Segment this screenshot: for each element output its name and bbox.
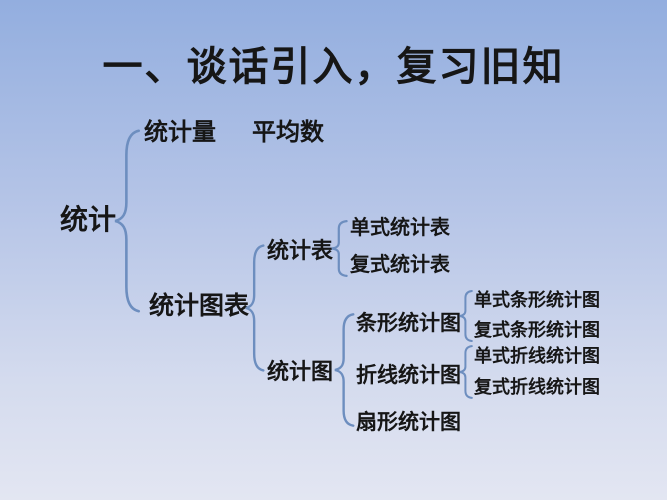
brace-line	[459, 345, 473, 399]
brace-root	[114, 127, 141, 315]
node-single-bar-chart: 单式条形统计图	[474, 290, 600, 311]
node-double-table: 复式统计表	[350, 252, 450, 276]
node-single-table: 单式统计表	[350, 215, 450, 239]
node-average: 平均数	[252, 117, 324, 146]
node-line-chart: 折线统计图	[356, 362, 461, 387]
node-statistical-table: 统计表	[267, 238, 334, 264]
node-single-line-chart: 单式折线统计图	[474, 346, 600, 367]
node-bar-chart: 条形统计图	[356, 310, 461, 335]
brace-charts	[245, 243, 265, 373]
node-statistical-graph: 统计图	[267, 359, 334, 385]
node-double-bar-chart: 复式条形统计图	[474, 320, 600, 341]
brace-graph	[334, 312, 355, 428]
node-double-line-chart: 复式折线统计图	[474, 377, 600, 398]
node-statistical-charts: 统计图表	[149, 291, 250, 320]
node-statistics-root: 统计	[60, 203, 117, 236]
brace-table	[331, 220, 348, 277]
brace-bar	[459, 290, 473, 342]
slide-title: 一、谈话引入，复习旧知	[102, 43, 565, 90]
node-pie-chart: 扇形统计图	[356, 409, 461, 434]
node-statistic-measure: 统计量	[144, 117, 216, 146]
